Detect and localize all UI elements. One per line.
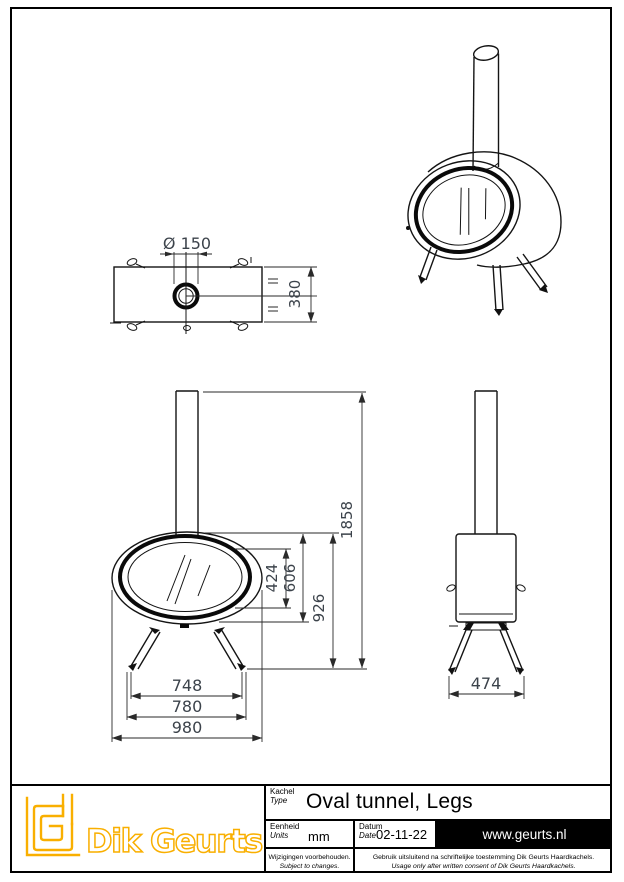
title-block-right: Kachel Type Oval tunnel, Legs Eenheid Un…	[266, 786, 612, 873]
side-chimney	[474, 390, 498, 534]
date-label: Datum Date	[359, 822, 383, 840]
svg-text:780: 780	[172, 697, 203, 716]
logo-mark	[25, 793, 81, 857]
iso-legs	[418, 246, 548, 316]
dim-total-height: 1858	[338, 392, 366, 669]
type-label: Kachel Type	[270, 787, 295, 805]
front-view: 424 606 926 1858 748 780	[111, 390, 367, 742]
flue-collar	[172, 252, 311, 334]
consent-notice: Gebruik uitsluitend na schriftelijke toe…	[372, 854, 595, 870]
title-block: Dik Geurts Kachel Type Oval tunnel, Legs…	[10, 784, 612, 873]
dim-flue-diameter: Ø 150	[160, 234, 212, 284]
svg-text:1858: 1858	[338, 501, 356, 539]
changes-notice: Wijzigingen voorbehouden. Subject to cha…	[266, 849, 355, 873]
svg-text:474: 474	[471, 674, 502, 693]
dim-depth: 380	[264, 266, 317, 323]
units-cell: Eenheid Units mm	[266, 821, 355, 847]
top-view-leg-hooks	[110, 257, 252, 331]
dim-overall-width: 980	[111, 718, 263, 742]
front-extension-lines	[111, 391, 367, 742]
dim-door-height: 606	[281, 533, 307, 623]
front-chimney	[175, 390, 199, 537]
iso-front-ring	[407, 160, 521, 260]
dim-glass-height: 424	[263, 548, 290, 609]
front-legs	[128, 627, 246, 671]
side-legs	[448, 629, 524, 675]
svg-text:926: 926	[310, 594, 328, 623]
svg-text:980: 980	[172, 718, 203, 737]
type-cell: Kachel Type Oval tunnel, Legs	[266, 786, 612, 821]
side-view: 474	[446, 390, 526, 699]
iso-body	[427, 151, 562, 268]
top-view: Ø 150 380	[110, 234, 317, 334]
brand-text: Dik Geurts	[86, 822, 262, 860]
date-cell: Datum Date 02-11-22	[355, 821, 437, 847]
title-block-row3: Wijzigingen voorbehouden. Subject to cha…	[266, 849, 612, 873]
svg-text:606: 606	[281, 564, 299, 593]
equal-marks	[268, 278, 278, 312]
website-text: www.geurts.nl	[482, 826, 567, 842]
type-value: Oval tunnel, Legs	[306, 790, 473, 813]
units-value: mm	[308, 829, 330, 844]
page-border	[10, 7, 612, 873]
front-body	[111, 531, 263, 628]
dim-feet-inner-width: 748	[130, 676, 243, 700]
date-value: 02-11-22	[376, 827, 428, 842]
side-body	[446, 533, 526, 631]
dik-geurts-logo: Dik Geurts	[25, 793, 265, 861]
svg-text:748: 748	[172, 676, 203, 695]
isometric-view	[406, 45, 562, 316]
units-label: Eenheid Units	[270, 822, 300, 840]
iso-latch	[406, 226, 410, 230]
dim-body-height: 926	[310, 533, 337, 669]
dim-flue-diameter-text: Ø 150	[163, 234, 211, 253]
dim-depth-text: 380	[286, 280, 304, 309]
svg-text:424: 424	[263, 564, 281, 593]
dim-feet-outer-width: 780	[126, 697, 247, 721]
website-box: www.geurts.nl	[437, 821, 612, 847]
drawing-area: Ø 150 380	[110, 45, 562, 742]
logo-cell: Dik Geurts	[10, 786, 266, 873]
dim-side-feet-width: 474	[448, 674, 525, 699]
title-block-row2: Eenheid Units mm Datum Date 02-11-22 www…	[266, 821, 612, 849]
